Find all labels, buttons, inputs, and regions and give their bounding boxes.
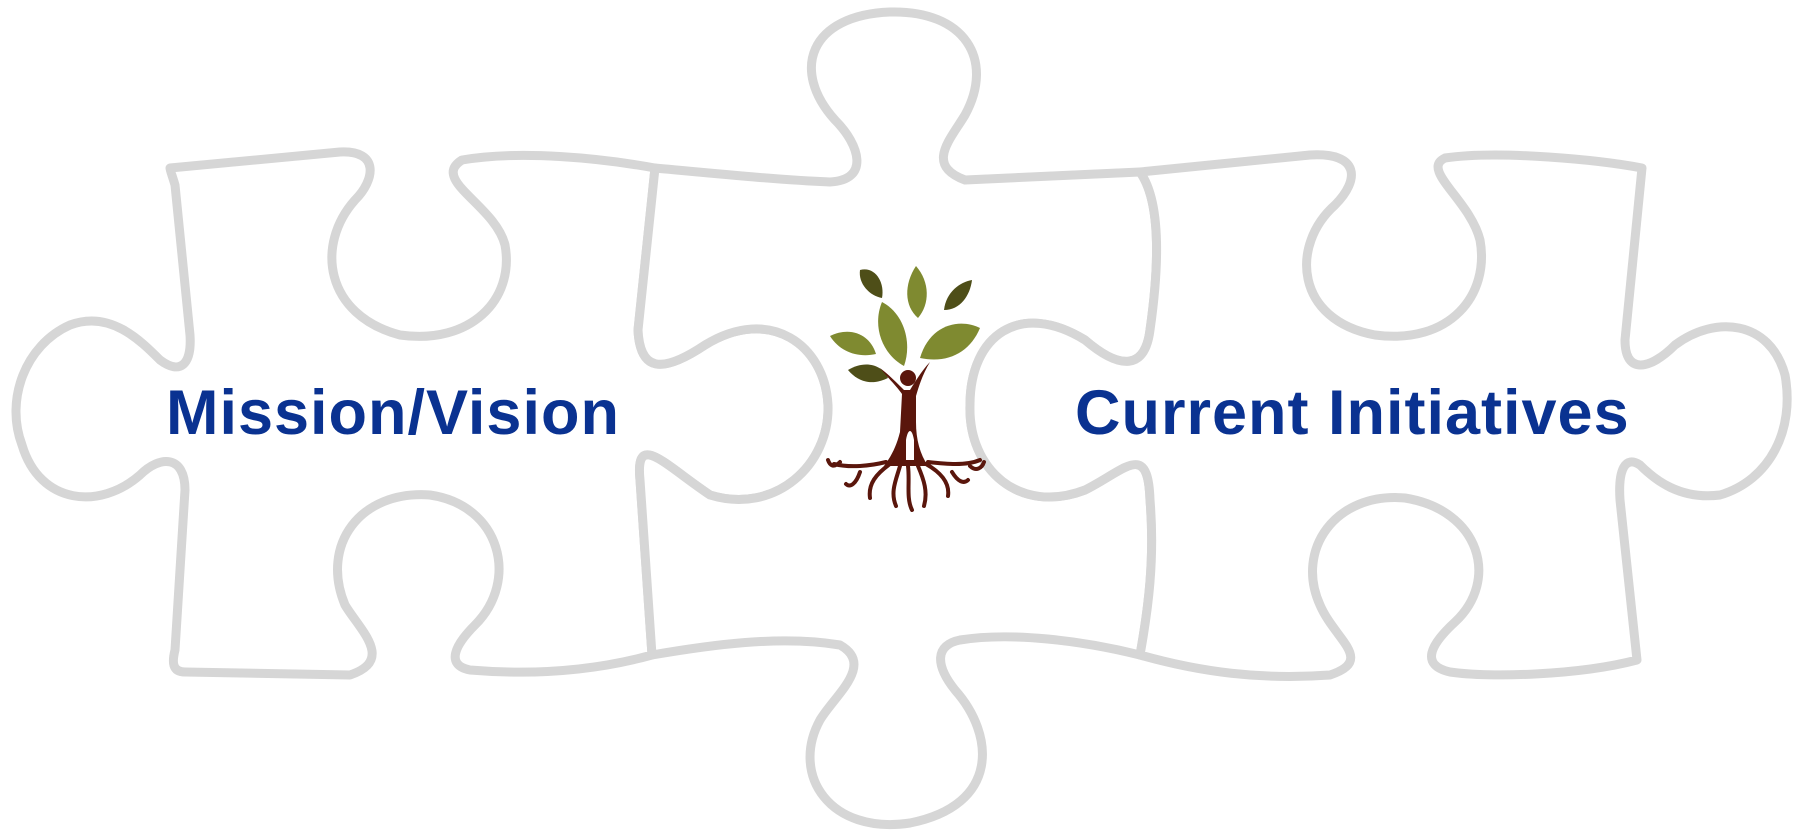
mission-vision-label[interactable]: Mission/Vision (166, 378, 620, 448)
left-puzzle-piece[interactable] (11, 147, 833, 680)
leaf-icon (848, 364, 888, 383)
leaf-icon (859, 269, 883, 298)
leaf-icon (907, 266, 927, 318)
leaf-icon (944, 280, 972, 310)
tree-person-icon (826, 266, 986, 512)
leaf-icon (920, 323, 980, 360)
leaf-icon (878, 302, 908, 366)
roots (826, 458, 986, 512)
trunk (880, 362, 930, 466)
person-head (900, 370, 916, 386)
right-puzzle-piece[interactable] (965, 150, 1792, 681)
current-initiatives-label[interactable]: Current Initiatives (1075, 378, 1630, 448)
leaf-icon (830, 331, 876, 356)
